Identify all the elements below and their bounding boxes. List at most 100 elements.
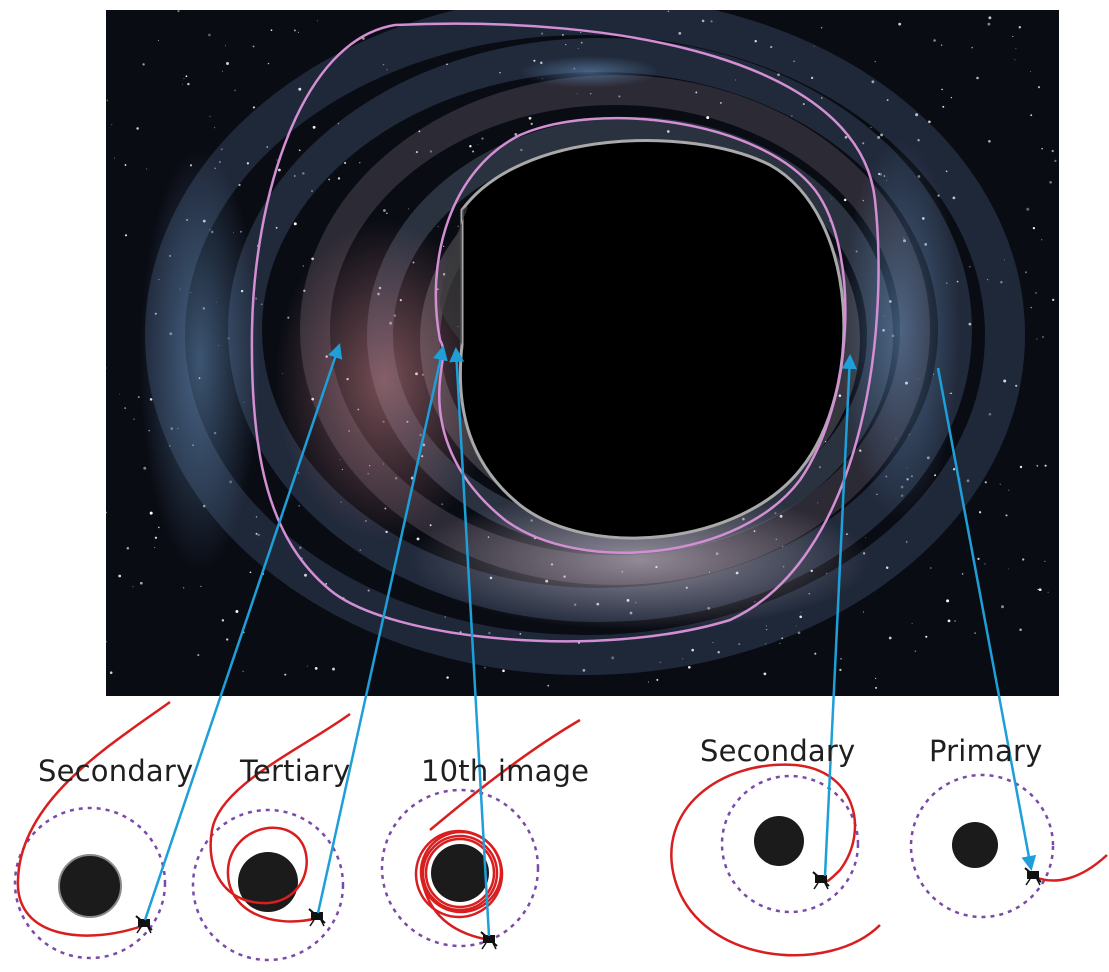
star (298, 149, 301, 152)
star (999, 483, 1001, 485)
photon-sphere (720, 774, 860, 914)
star (576, 93, 578, 95)
star (875, 677, 877, 679)
label-primary: Primary (929, 734, 1043, 768)
star (533, 59, 536, 62)
star (235, 610, 239, 613)
star (695, 91, 698, 94)
star (779, 642, 781, 645)
star (520, 148, 523, 152)
spacecraft-icon (135, 915, 153, 934)
star (1004, 259, 1005, 261)
star (763, 672, 767, 676)
star (810, 76, 814, 80)
star (862, 611, 864, 613)
hole-disk (238, 852, 298, 912)
label-tertiary: Tertiary (240, 754, 351, 788)
arrow-secondary-left (143, 343, 343, 921)
star (260, 303, 263, 306)
star (1038, 588, 1042, 592)
spacecraft-icon (812, 871, 830, 890)
star (547, 684, 550, 687)
star (749, 147, 751, 149)
star (418, 130, 421, 133)
star (177, 10, 180, 13)
star (284, 673, 287, 676)
star (648, 681, 649, 683)
star (667, 10, 670, 13)
star (469, 145, 472, 148)
star (359, 162, 361, 164)
spacecraft-icon (1024, 867, 1042, 886)
star (1030, 114, 1033, 117)
star (270, 29, 273, 32)
star (314, 667, 318, 670)
star (977, 557, 980, 561)
star (712, 642, 714, 644)
star (580, 31, 582, 34)
star (1049, 180, 1052, 184)
star (706, 116, 710, 120)
star (276, 159, 278, 161)
star (565, 43, 567, 46)
star (984, 563, 986, 565)
light-ray (209, 712, 351, 923)
spacecraft-icon (480, 931, 498, 950)
star (843, 198, 847, 202)
star (1036, 338, 1038, 340)
star (143, 466, 147, 470)
star (528, 116, 532, 120)
star (754, 40, 757, 43)
arrow-primary (936, 367, 1037, 871)
star (106, 511, 108, 514)
star (298, 87, 302, 91)
star (124, 407, 127, 410)
star (710, 20, 713, 23)
star (154, 546, 156, 549)
star (777, 73, 780, 77)
star (1044, 560, 1046, 562)
star (182, 587, 185, 589)
star (940, 44, 943, 46)
star (611, 656, 615, 660)
orbit-diagram-secondary-left (13, 700, 171, 960)
star (945, 170, 948, 173)
star (1034, 291, 1037, 294)
star (974, 632, 976, 634)
star (830, 198, 832, 200)
star (311, 190, 313, 192)
star (930, 567, 932, 569)
star (915, 113, 919, 117)
star (1032, 227, 1035, 230)
star (344, 161, 347, 165)
star (502, 669, 505, 673)
photon-sphere (380, 788, 540, 948)
star (877, 135, 881, 139)
arrow-secondary-right (823, 354, 857, 877)
star (145, 168, 148, 170)
star (182, 83, 183, 85)
star (820, 27, 823, 29)
star (717, 650, 720, 654)
star (255, 532, 258, 535)
star (1026, 207, 1030, 211)
star (106, 367, 107, 369)
orbit-diagram-tertiary (191, 712, 351, 962)
star (183, 77, 185, 79)
star (109, 671, 113, 674)
star (1042, 336, 1044, 338)
star (386, 212, 388, 215)
star (875, 686, 878, 689)
star (917, 138, 920, 142)
star (880, 133, 883, 137)
star (925, 635, 928, 638)
space-render-panel (106, 10, 1059, 696)
hole-disk (952, 822, 998, 868)
star (946, 599, 950, 603)
arrow-tenth-image (449, 347, 491, 937)
star (325, 583, 328, 585)
star (481, 137, 484, 140)
star (383, 209, 386, 212)
star (862, 142, 865, 145)
